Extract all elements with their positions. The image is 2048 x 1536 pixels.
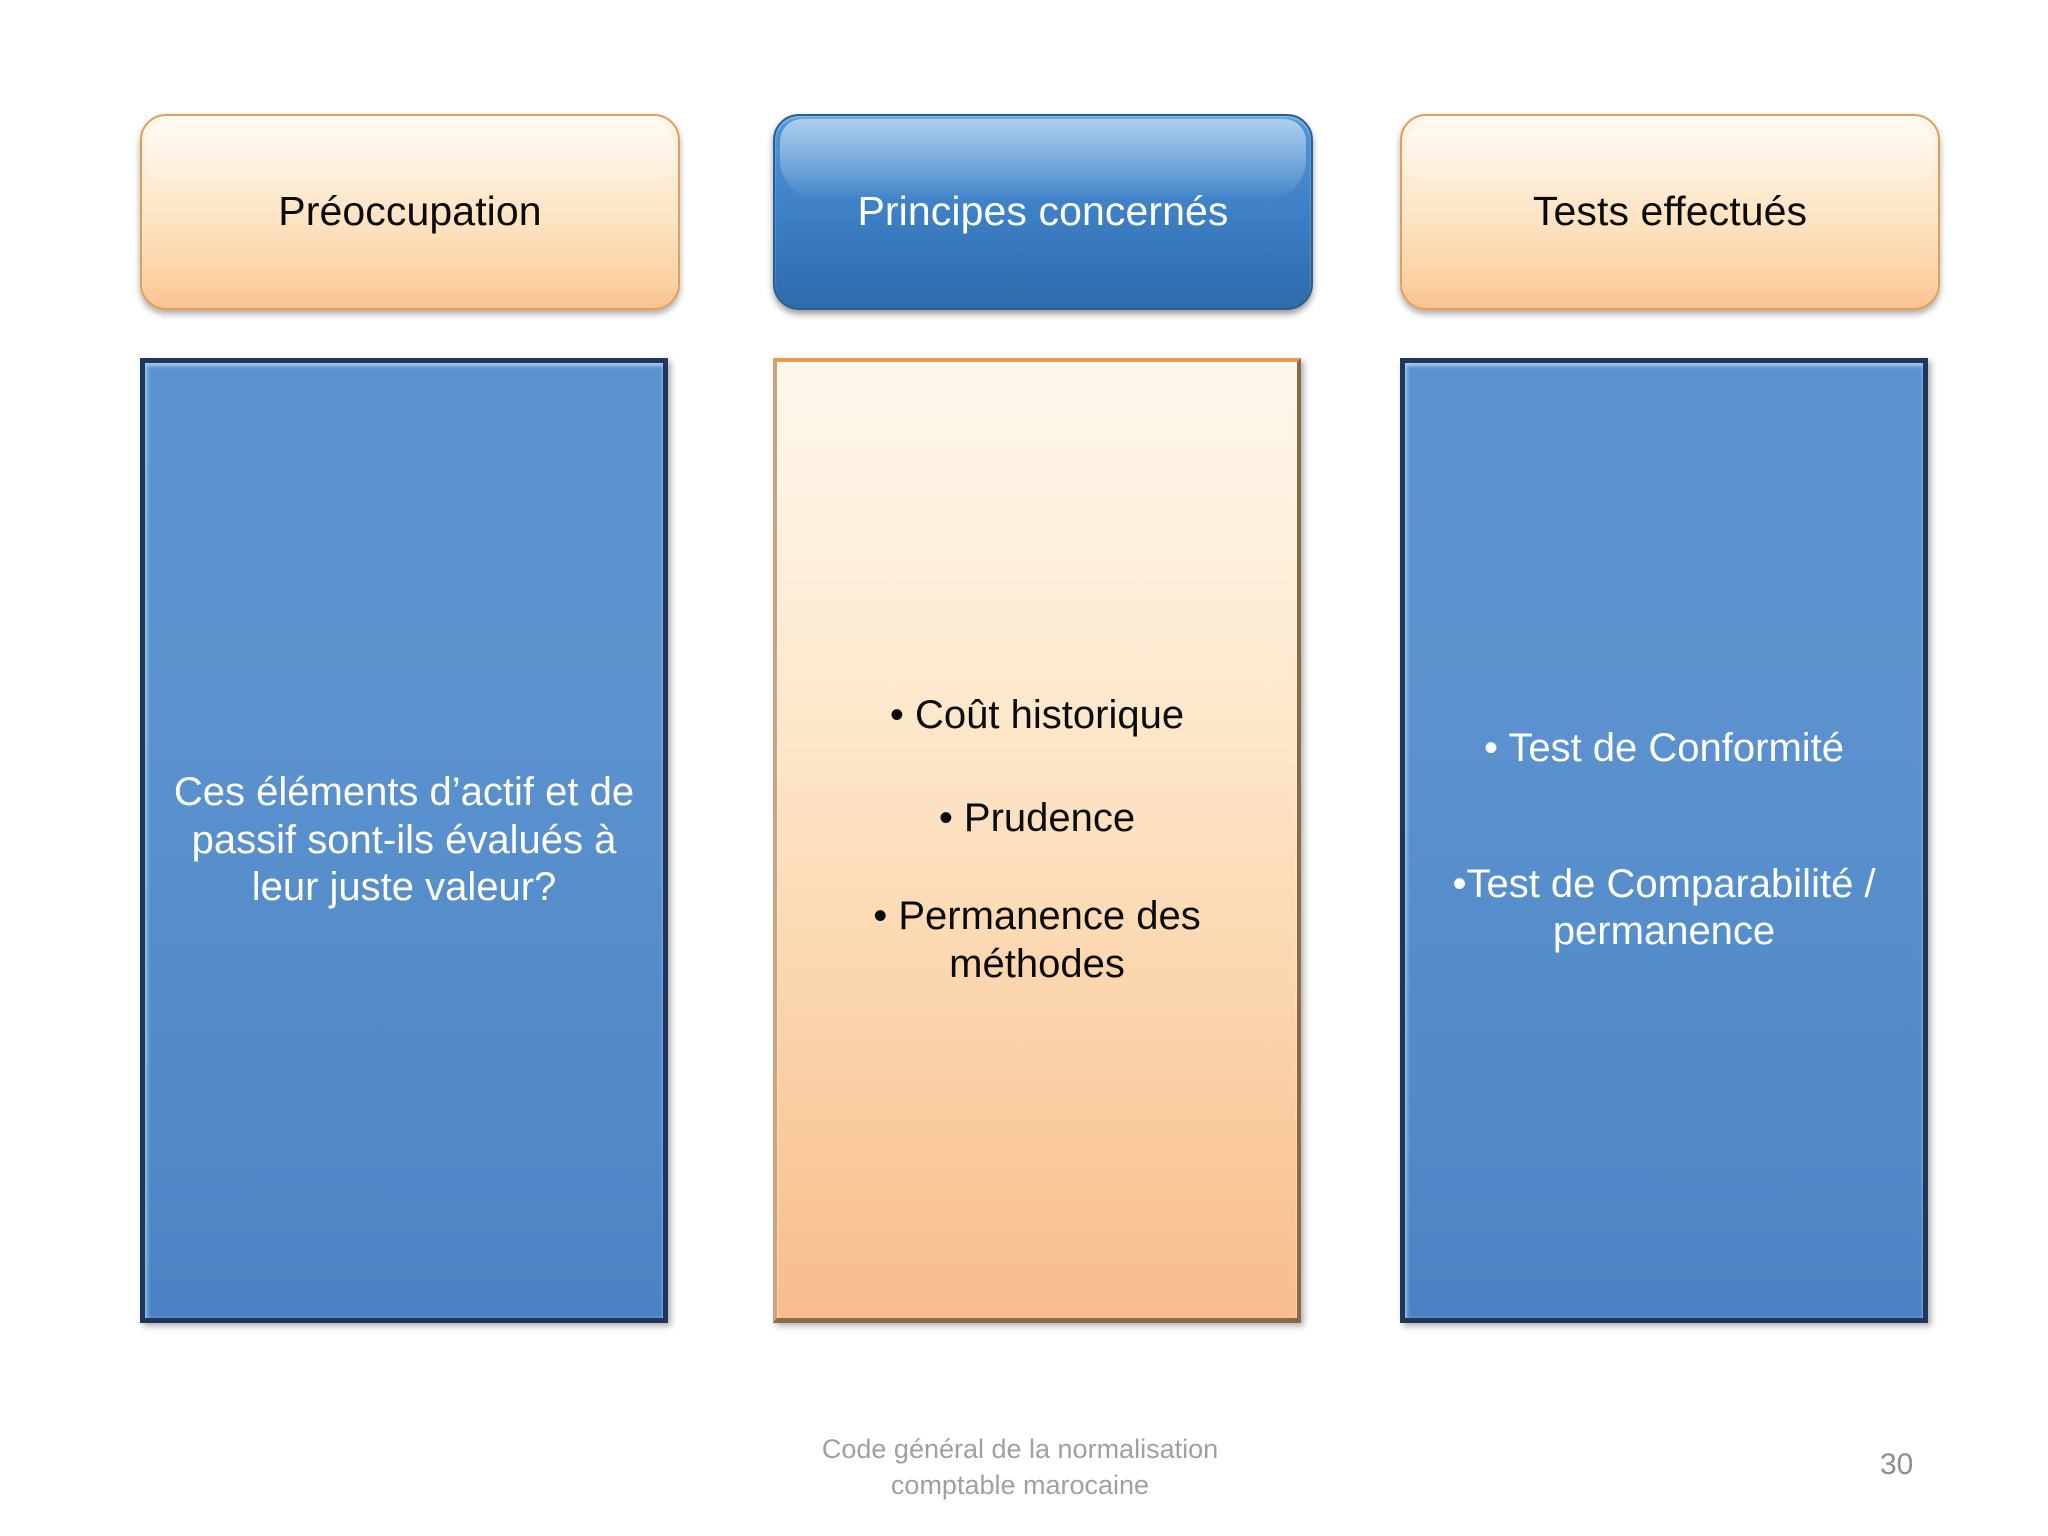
list-item: • Permanence des méthodes — [873, 894, 1201, 986]
header-label-tests-effectues: Tests effectués — [1532, 188, 1808, 235]
footer-line-1: Code général de la normalisation — [821, 1434, 1219, 1464]
header-box-principes-concernes[interactable]: Principes concernés — [773, 114, 1313, 310]
header-label-principes-concernes: Principes concernés — [857, 188, 1229, 235]
list-spacer — [1419, 773, 1909, 861]
page-number: 30 — [1880, 1448, 1914, 1481]
list-spacer — [791, 739, 1283, 795]
footer-line-2: comptable marocaine — [890, 1469, 1150, 1500]
body-content-principes-concernes: • Coût historique • Prudence • Permanenc… — [777, 692, 1297, 988]
list-item: • Prudence — [938, 796, 1136, 841]
header-box-tests-effectues[interactable]: Tests effectués — [1400, 114, 1940, 310]
list-item: • Test de Conformité — [1483, 726, 1845, 771]
list-item: •Test de Comparabilité / permanence — [1452, 861, 1876, 954]
principes-bullet-list: • Coût historique • Prudence • Permanenc… — [791, 692, 1283, 988]
three-column-layout: Préoccupation Ces éléments d’actif et de… — [140, 114, 1940, 1323]
header-label-preoccupation: Préoccupation — [278, 188, 542, 235]
body-content-tests-effectues: • Test de Conformité •Test de Comparabil… — [1405, 725, 1923, 956]
preoccupation-question-text: Ces éléments d’actif et de passif sont-i… — [173, 770, 635, 910]
list-item: • Coût historique — [889, 692, 1185, 737]
tests-bullet-list: • Test de Conformité •Test de Comparabil… — [1419, 725, 1909, 956]
header-box-preoccupation[interactable]: Préoccupation — [140, 114, 680, 310]
body-panel-tests-effectues[interactable]: • Test de Conformité •Test de Comparabil… — [1400, 358, 1928, 1323]
footer-source-note: Code général de la normalisation comptab… — [640, 1432, 1400, 1503]
body-content-preoccupation: Ces éléments d’actif et de passif sont-i… — [145, 769, 663, 912]
body-panel-preoccupation[interactable]: Ces éléments d’actif et de passif sont-i… — [140, 358, 668, 1323]
body-panel-principes-concernes[interactable]: • Coût historique • Prudence • Permanenc… — [773, 358, 1301, 1323]
list-spacer — [791, 843, 1283, 893]
